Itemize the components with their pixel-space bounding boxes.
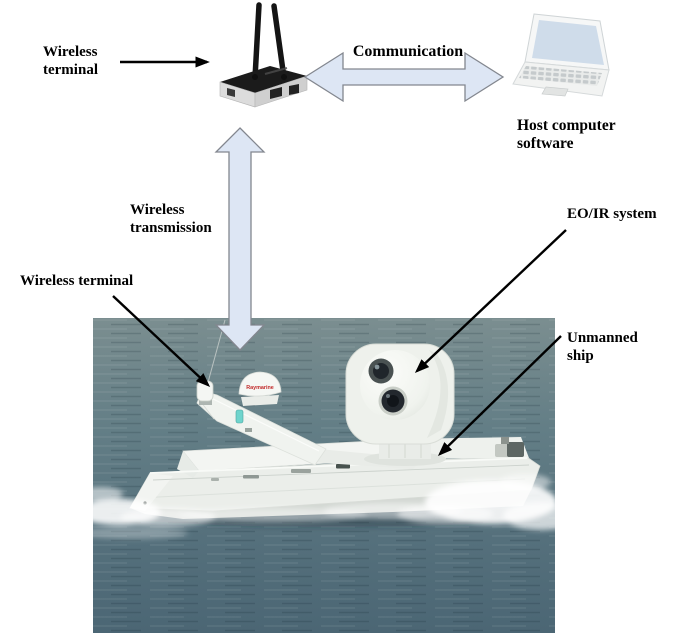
sea-scene: Raymarine [93, 318, 555, 633]
label-wireless-terminal-top: Wireless terminal [43, 44, 98, 78]
laptop-keyboard [519, 66, 602, 86]
wake-foam [93, 474, 555, 539]
router-top [220, 66, 307, 93]
label-wireless-transmission: Wireless transmission [130, 202, 212, 236]
unmanned-ship-photo: Raymarine [93, 318, 555, 633]
eo-ir-camera [345, 343, 455, 466]
label-eo-ir-system: EO/IR system [567, 206, 657, 222]
laptop-touchpad [541, 86, 569, 97]
laptop-icon [512, 12, 624, 112]
label-wireless-terminal-ship: Wireless terminal [20, 273, 134, 289]
label-communication: Communication [352, 43, 464, 60]
label-host-computer-software: Host computer software [517, 117, 616, 152]
router-antenna-right [271, 3, 287, 81]
wireless-transmission-double-arrow [214, 127, 266, 351]
mast-beacon-light [235, 409, 244, 424]
wireless-router-icon [215, 0, 310, 112]
mast-pylon [196, 390, 327, 466]
laptop-screen [532, 20, 604, 65]
ship-wireless-terminal-device [196, 380, 214, 405]
radar-dome-brand: Raymarine [246, 385, 274, 391]
router-antenna-left [252, 2, 262, 81]
radar-dome: Raymarine [238, 371, 282, 406]
label-unmanned-ship: Unmanned ship [567, 330, 638, 364]
